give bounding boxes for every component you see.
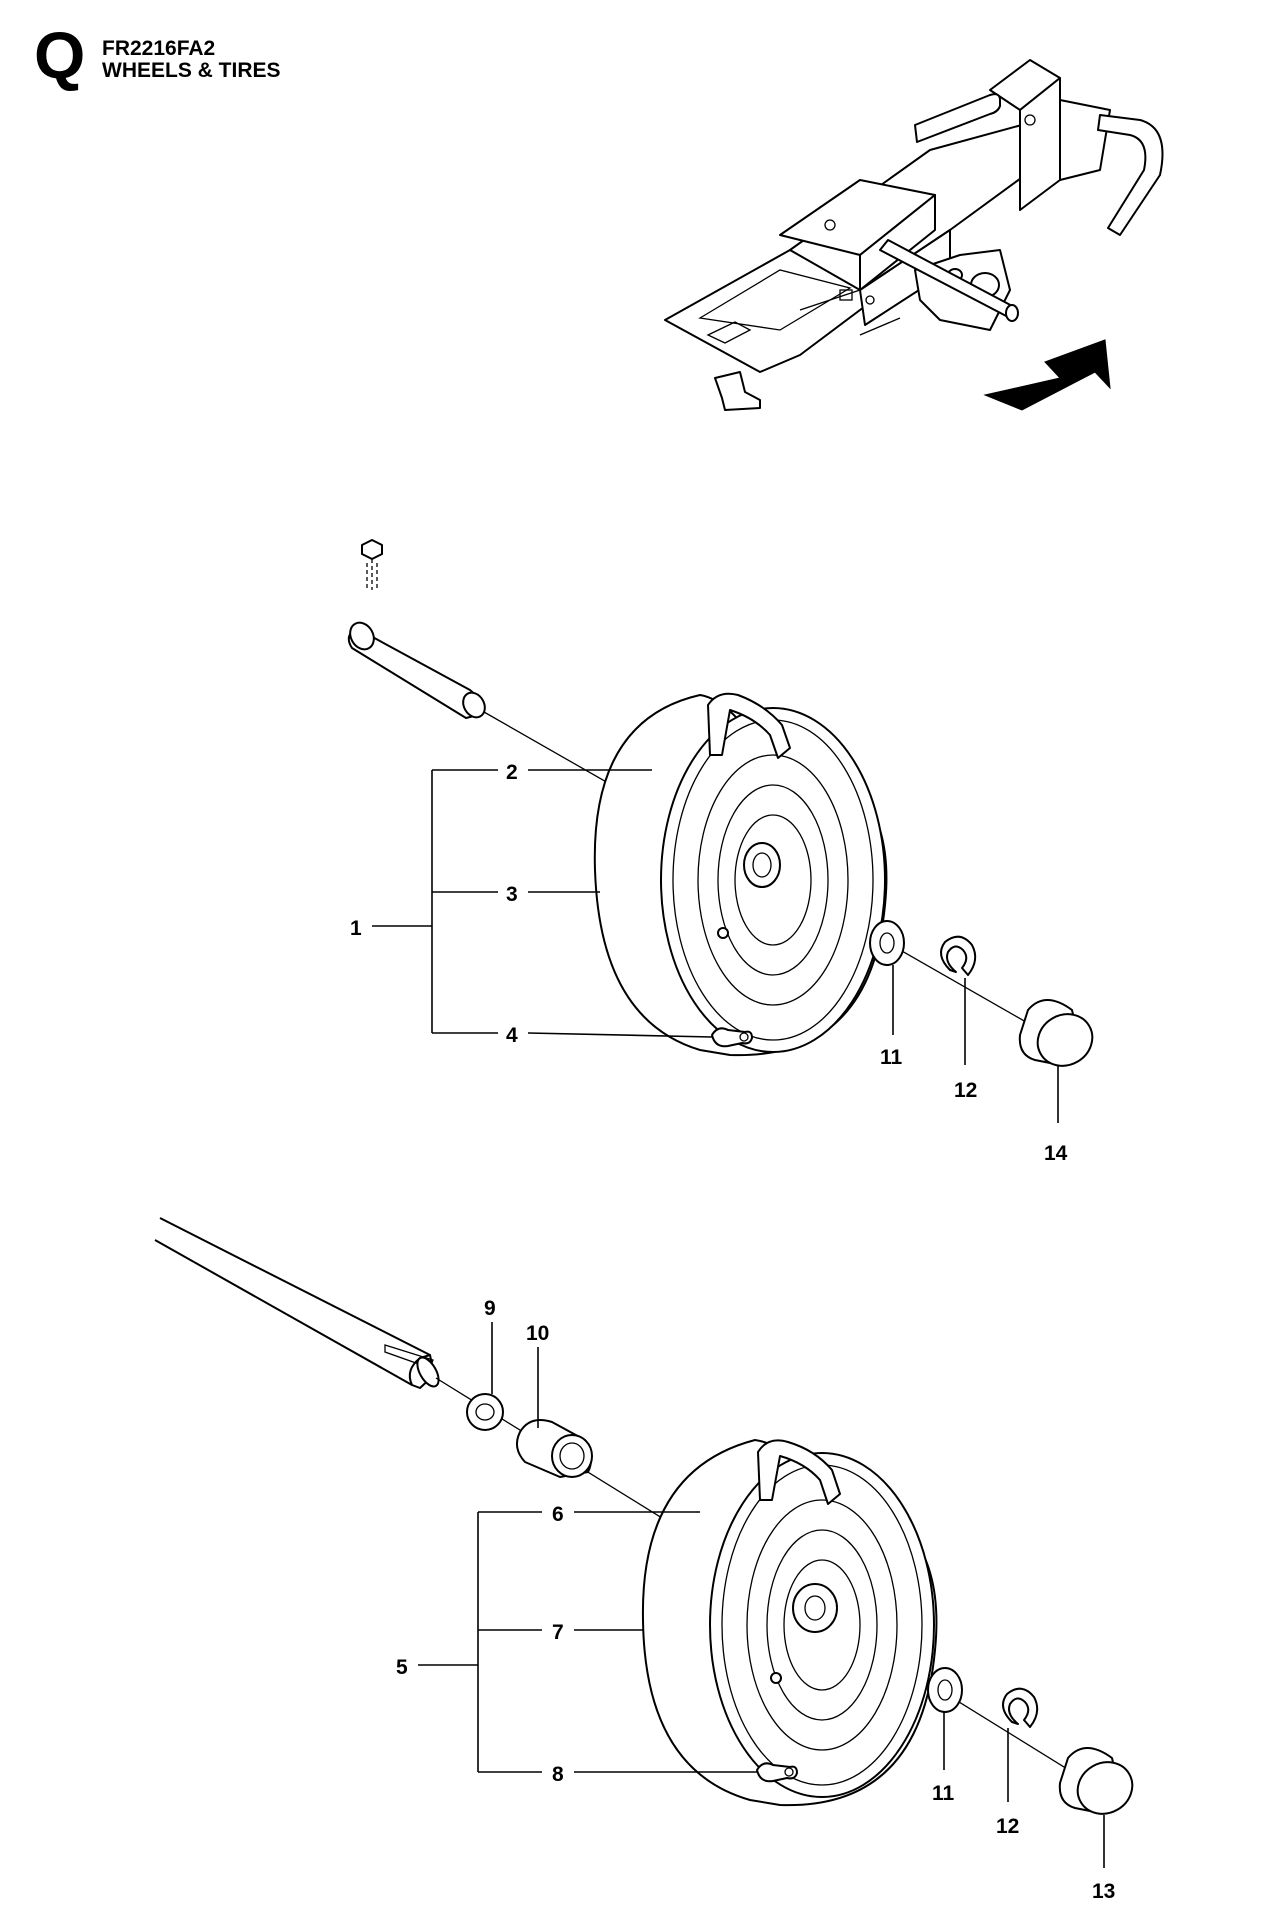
page-header: Q FR2216FA2 WHEELS & TIRES — [0, 0, 400, 110]
axle-pin — [347, 621, 486, 719]
section-letter: Q — [34, 18, 86, 92]
callout-9: 9 — [484, 1297, 496, 1320]
callout-8: 8 — [552, 1763, 564, 1786]
bushing — [515, 1419, 593, 1478]
direction-arrow — [983, 339, 1111, 411]
e-clip — [940, 935, 977, 976]
callout-2: 2 — [506, 761, 518, 784]
chassis-overview — [664, 59, 1164, 411]
upper-wheel-assembly: 1 2 3 4 11 12 14 — [347, 539, 1094, 1165]
wheel-tire — [641, 1439, 938, 1807]
callout-6: 6 — [552, 1503, 564, 1526]
callout-7: 7 — [552, 1621, 564, 1644]
callout-10: 10 — [526, 1322, 549, 1345]
callout-11: 11 — [880, 1046, 903, 1069]
wheel-tire — [593, 692, 888, 1057]
bolt — [361, 539, 383, 590]
callout-3: 3 — [506, 883, 518, 906]
axle-tube — [154, 1217, 440, 1389]
e-clip — [1002, 1687, 1039, 1728]
section-title: WHEELS & TIRES — [102, 59, 281, 82]
callout-5: 5 — [396, 1656, 408, 1679]
model-code: FR2216FA2 — [102, 37, 216, 60]
valve-stem — [756, 1762, 798, 1783]
lower-wheel-assembly: 5 6 7 8 9 10 11 12 13 — [154, 1217, 1134, 1903]
callout-12: 12 — [996, 1815, 1019, 1838]
hub-cap — [1058, 1747, 1134, 1815]
callout-14: 14 — [1044, 1142, 1068, 1165]
callout-12: 12 — [954, 1079, 977, 1102]
hub-cap — [1018, 999, 1094, 1067]
valve-stem — [711, 1027, 753, 1048]
washer — [927, 1667, 963, 1713]
callout-1: 1 — [350, 917, 362, 940]
washer — [466, 1393, 504, 1431]
washer — [869, 920, 905, 966]
callout-13: 13 — [1092, 1880, 1115, 1903]
callout-4: 4 — [506, 1024, 518, 1047]
callout-11: 11 — [932, 1782, 955, 1805]
